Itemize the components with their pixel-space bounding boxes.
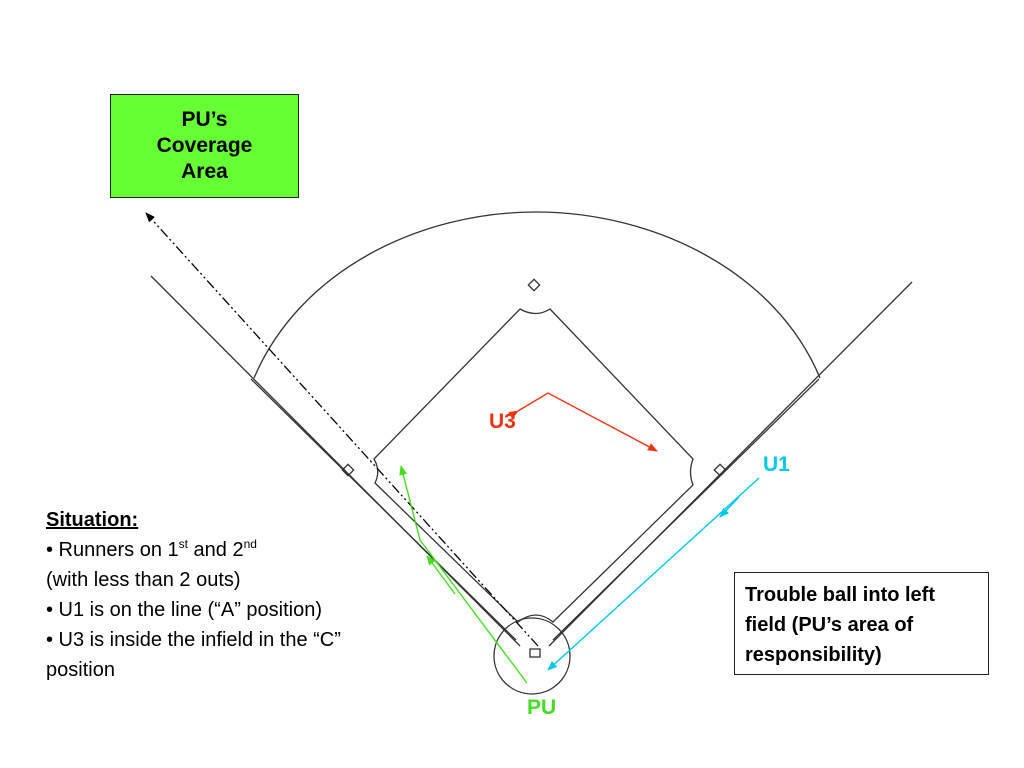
- situation-text: Situation: • Runners on 1st and 2nd (wit…: [46, 505, 366, 685]
- coverage-line-2: Coverage: [156, 134, 253, 157]
- home-plate: [529, 648, 541, 658]
- u1-label: U1: [763, 453, 790, 476]
- u1-direction-arrow: [719, 496, 740, 518]
- third-base: [341, 463, 355, 477]
- situation-heading: Situation:: [46, 509, 139, 531]
- outfield-fence: [253, 211, 821, 379]
- second-base: [527, 278, 541, 292]
- first-base: [713, 463, 727, 477]
- situation-item-runners-cont: (with less than 2 outs): [46, 569, 241, 591]
- u3-movement-arrow: [508, 392, 658, 452]
- u1-movement-arrow: [547, 477, 760, 671]
- pu-movement-arrow: [399, 465, 528, 684]
- situation-item-runners: • Runners on 1st and 2nd: [46, 537, 257, 561]
- trouble-ball-box: Trouble ball into left field (PU’s area …: [734, 572, 989, 675]
- home-plate-circle: [493, 617, 571, 695]
- coverage-line-3: Area: [181, 160, 228, 183]
- pu-coverage-arrow: [145, 212, 539, 647]
- right-foul-line-inner: [552, 378, 820, 641]
- situation-item-u1: • U1 is on the line (“A” position): [46, 599, 323, 621]
- situation-item-u3: • U3 is inside the infield in the “C” po…: [46, 629, 341, 681]
- left-foul-line-outer: [150, 275, 521, 647]
- coverage-line-1: PU’s: [181, 108, 228, 131]
- pu-label: PU: [527, 696, 557, 719]
- pu-alt-arrow: [426, 555, 456, 595]
- left-foul-line-inner: [250, 378, 517, 641]
- u3-label: U3: [489, 410, 516, 433]
- infield-dirt: [373, 308, 694, 623]
- pu-coverage-area-box: PU’s Coverage Area: [110, 94, 299, 198]
